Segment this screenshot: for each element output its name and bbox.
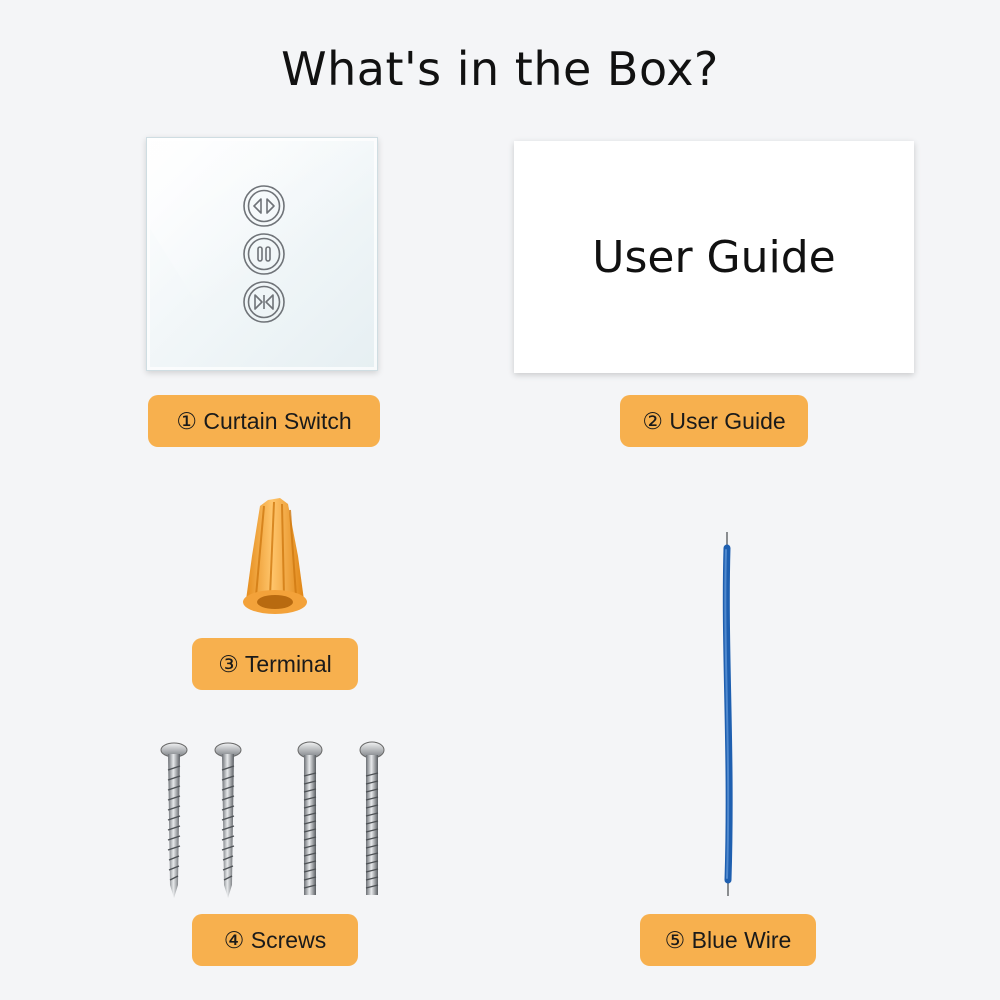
- screw-4: [359, 741, 385, 895]
- user-guide-card: User Guide: [514, 141, 914, 373]
- curtain-switch-label: ① Curtain Switch: [148, 395, 380, 447]
- open-curtain-icon: [243, 185, 285, 227]
- screw-3: [297, 741, 323, 895]
- blue-wire-label: ⑤ Blue Wire: [640, 914, 816, 966]
- screw-1: [160, 742, 188, 898]
- screw-2: [214, 742, 242, 898]
- curtain-switch-image: [146, 137, 378, 371]
- terminal-image: [243, 498, 307, 614]
- user-guide-label: ② User Guide: [620, 395, 808, 447]
- screws-label: ④ Screws: [192, 914, 358, 966]
- user-guide-text: User Guide: [592, 231, 836, 283]
- terminal-label: ③ Terminal: [192, 638, 358, 690]
- pause-icon: [243, 233, 285, 275]
- blue-wire-image: [722, 532, 733, 896]
- page-title: What's in the Box?: [281, 42, 719, 96]
- close-curtain-icon: [243, 281, 285, 323]
- screws-image: [160, 741, 385, 898]
